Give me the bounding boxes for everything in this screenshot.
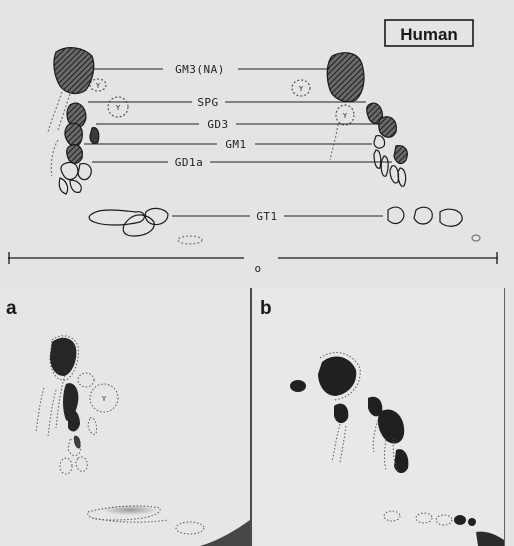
- panel-a: a Y: [0, 288, 250, 546]
- schematic-diagram: Human Y Y: [8, 20, 498, 275]
- spot-gt1-right: [388, 207, 404, 223]
- right-lane-spots: [292, 53, 407, 187]
- species-label: Human: [400, 25, 458, 44]
- spot-gm1-right: [374, 136, 385, 148]
- left-lane-spots: [48, 48, 128, 194]
- spot-gm1-left: [67, 145, 83, 164]
- panel-a-label: a: [6, 298, 17, 319]
- label-gm1: GM1: [225, 138, 246, 151]
- label-gd3: GD3: [207, 118, 228, 131]
- spot-gd1a-right: [394, 146, 407, 164]
- origin-mark: o: [254, 262, 261, 275]
- y-marker-left-2: Y: [115, 104, 121, 112]
- y-marker-left-1: Y: [95, 82, 101, 90]
- panel-b: b: [253, 288, 504, 546]
- spot-gd3-right: [379, 117, 397, 138]
- gt1-spots: [89, 207, 480, 244]
- label-gd1a: GD1a: [175, 156, 204, 169]
- label-gm3: GM3(NA): [175, 63, 225, 76]
- spot-gm3-left: [54, 48, 94, 94]
- spot-gd1a-left: [61, 162, 78, 179]
- origin-baseline: [8, 252, 498, 264]
- y-marker-panel-a: Y: [101, 395, 107, 403]
- label-gt1: GT1: [256, 210, 277, 223]
- spot-gt1-left: [89, 210, 144, 225]
- y-marker-right-1: Y: [298, 85, 304, 93]
- y-marker-right-2: Y: [342, 112, 348, 120]
- species-label-box: Human: [385, 20, 473, 46]
- panel-b-label: b: [260, 298, 272, 319]
- spot-gm3-right: [327, 53, 364, 102]
- spot-gd3-left: [65, 123, 82, 146]
- label-spg: SPG: [197, 96, 218, 109]
